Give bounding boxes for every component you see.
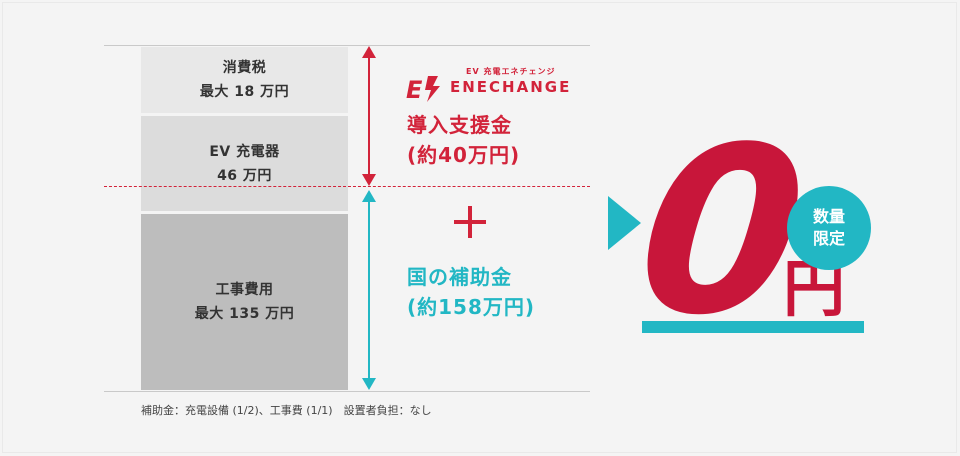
- charger-block: EV 充電器 46 万円: [141, 116, 348, 211]
- charger-amount: 46 万円: [217, 167, 272, 184]
- plus-icon: [452, 204, 488, 240]
- ev-logo-icon: E: [406, 76, 440, 104]
- badge-line-1: 数量: [812, 207, 845, 226]
- badge-line-2: 限定: [812, 229, 845, 248]
- footnote: 補助金：充電設備 (1/2)、工事費 (1/1) 設置者負担：なし: [141, 404, 432, 417]
- work-amount: 最大 135 万円: [194, 306, 295, 322]
- tax-block: 消費税 最大 18 万円: [141, 47, 348, 113]
- top-rule: [104, 45, 590, 46]
- enechange-support-title: 導入支援金: [407, 113, 512, 137]
- logo-subtitle: EV 充電エネチェンジ: [466, 67, 556, 76]
- tax-amount: 最大 18 万円: [199, 84, 290, 100]
- bottom-rule: [104, 391, 590, 392]
- divider-dotted-line: [104, 186, 590, 187]
- national-subsidy-amount: (約158万円): [407, 295, 536, 319]
- charger-label: EV 充電器: [209, 143, 280, 160]
- limited-quantity-badge: 数量 限定: [787, 186, 871, 270]
- underline-bar: [642, 321, 864, 333]
- work-block: 工事費用 最大 135 万円: [141, 214, 348, 390]
- enechange-support-amount: (約40万円): [407, 143, 521, 167]
- teal-range-arrow: [362, 190, 376, 390]
- red-range-arrow: [362, 46, 376, 186]
- national-subsidy-title: 国の補助金: [407, 265, 512, 289]
- logo-wordmark: ENECHANGE: [450, 78, 572, 96]
- work-label: 工事費用: [215, 282, 274, 298]
- play-triangle-icon: [608, 196, 641, 250]
- svg-text:E: E: [406, 76, 423, 104]
- tax-label: 消費税: [222, 60, 267, 76]
